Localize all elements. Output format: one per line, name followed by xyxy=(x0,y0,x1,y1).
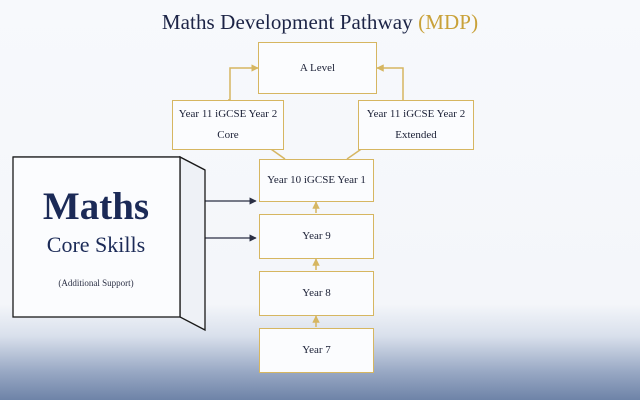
cube-side-face xyxy=(179,155,206,332)
node-label: Year 8 xyxy=(302,287,331,300)
node-label-line2: Core xyxy=(217,129,239,141)
node-year11-core: Year 11 iGCSE Year 2 Core xyxy=(172,100,284,150)
support-note: (Additional Support) xyxy=(58,278,134,288)
node-label: A Level xyxy=(299,61,336,74)
node-year10: Year 10 iGCSE Year 1 xyxy=(259,159,374,202)
node-label-line1: Year 11 iGCSE Year 2 xyxy=(178,108,278,121)
node-label-line1: Year 11 iGCSE Year 2 xyxy=(366,108,466,121)
node-a-level: A Level xyxy=(258,42,377,94)
node-year11-extended: Year 11 iGCSE Year 2 Extended xyxy=(358,100,474,150)
arrow-extended-to-alevel xyxy=(376,64,404,100)
support-title: Maths xyxy=(42,185,150,228)
node-year7: Year 7 xyxy=(259,328,374,373)
title-accent: (MDP) xyxy=(418,10,479,34)
node-label: Year 7 xyxy=(302,344,331,357)
node-label: Year 10 iGCSE Year 1 xyxy=(267,174,366,187)
node-label: Year 9 xyxy=(302,230,331,243)
cube-front-face xyxy=(12,156,181,318)
support-subtitle: Core Skills xyxy=(46,232,146,257)
node-year9: Year 9 xyxy=(259,214,374,259)
title-main: Maths Development Pathway xyxy=(161,10,413,34)
node-label-line2: Extended xyxy=(395,129,437,141)
page-title: Maths Development Pathway (MDP) xyxy=(0,10,640,35)
node-year8: Year 8 xyxy=(259,271,374,316)
